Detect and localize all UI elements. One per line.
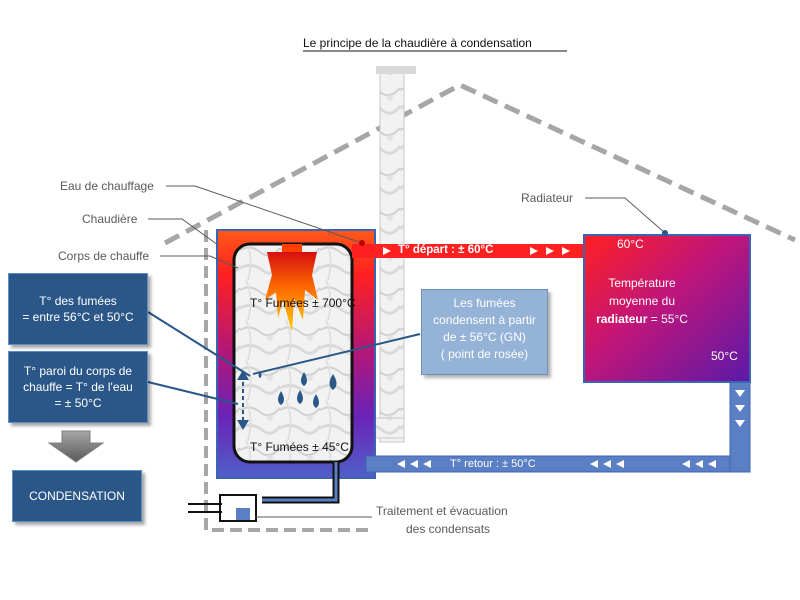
water-drop [278, 391, 284, 405]
box-temp-fumees-line2: = entre 56°C et 50°C [22, 310, 134, 324]
water-drop [297, 390, 303, 404]
condensate-drain-inner [262, 462, 338, 502]
diagram-title: Le principe de la chaudière à condensati… [303, 36, 532, 50]
leader-paroi-box [147, 381, 239, 405]
box-temp-fumees-line1: T° des fumées [39, 294, 117, 308]
label-corps-chauffe: Corps de chauffe [58, 249, 150, 263]
leader-fumees-box [147, 311, 251, 377]
box-temp-paroi-line3: = ± 50°C [54, 396, 102, 410]
info-box-line3: de ± 56°C (GN) [443, 330, 526, 344]
radiator-temp-in: 60°C [617, 237, 644, 251]
radiator-text-line3: radiateur = 55°C [586, 310, 698, 328]
return-flow-arrows [397, 460, 716, 468]
flame [265, 252, 318, 332]
leader-radiateur [585, 197, 666, 234]
boiler-fumees-bottom: T° Fumées ± 45°C [250, 440, 349, 454]
leader-info-box [252, 333, 421, 375]
box-temp-fumees: T° des fumées = entre 56°C et 50°C [8, 273, 148, 345]
radiator-average-text: Température moyenne du radiateur = 55°C [586, 274, 698, 328]
radiator-text-bold: radiateur [596, 312, 648, 326]
box-temp-paroi: T° paroi du corps de chauffe = T° de l'e… [8, 351, 148, 423]
water-drop [301, 372, 307, 386]
house-wall-outline [204, 230, 370, 532]
label-eau-chauffage: Eau de chauffage [60, 179, 154, 193]
label-chaudiere: Chaudière [82, 212, 138, 226]
down-arrow-condensation [47, 430, 105, 463]
wall-arrow-head-down [237, 420, 249, 430]
info-box-line4: ( point de rosée) [440, 347, 529, 361]
radiator-text-rest: = 55°C [647, 312, 688, 326]
leader-eau-chauffage [166, 185, 363, 244]
label-radiateur: Radiateur [521, 191, 574, 205]
label-traitement-line1: Traitement et évacuation [376, 504, 508, 518]
radiator [583, 234, 751, 383]
box-temp-paroi-line2: chauffe = T° de l'eau [23, 380, 133, 394]
water-drop [313, 394, 319, 408]
leader-chaudiere [148, 218, 219, 246]
supply-pipe [352, 244, 584, 258]
info-box-line1: Les fumées [453, 296, 516, 310]
burner [282, 244, 302, 252]
box-condensation: CONDENSATION [12, 470, 142, 522]
radiator-temp-out: 50°C [711, 349, 738, 363]
box-temp-paroi-line1: T° paroi du corps de [23, 364, 133, 378]
condensate-trap-water [236, 508, 250, 520]
water-drop [329, 374, 337, 390]
house-roof-outline [163, 82, 797, 246]
supply-temp-label: T° départ : ± 60°C [398, 244, 494, 256]
riser-flow-arrows [735, 390, 745, 427]
return-temp-label: T° retour : ± 50°C [450, 458, 536, 470]
supply-flow-arrows [383, 247, 570, 255]
info-box-dew-point: Les fumées condensent à partir de ± 56°C… [421, 289, 548, 375]
leader-corps-chauffe [160, 255, 239, 269]
boiler-fumees-top: T° Fumées ± 700°C [250, 296, 356, 310]
radiator-text-line2: moyenne du [608, 294, 676, 308]
chimney-cap [376, 66, 416, 74]
label-traitement-line2: des condensats [406, 522, 491, 536]
info-box-line2: condensent à partir [433, 313, 536, 327]
radiator-text-line1: Température [608, 276, 676, 290]
wall-arrow-head-up [237, 370, 249, 380]
